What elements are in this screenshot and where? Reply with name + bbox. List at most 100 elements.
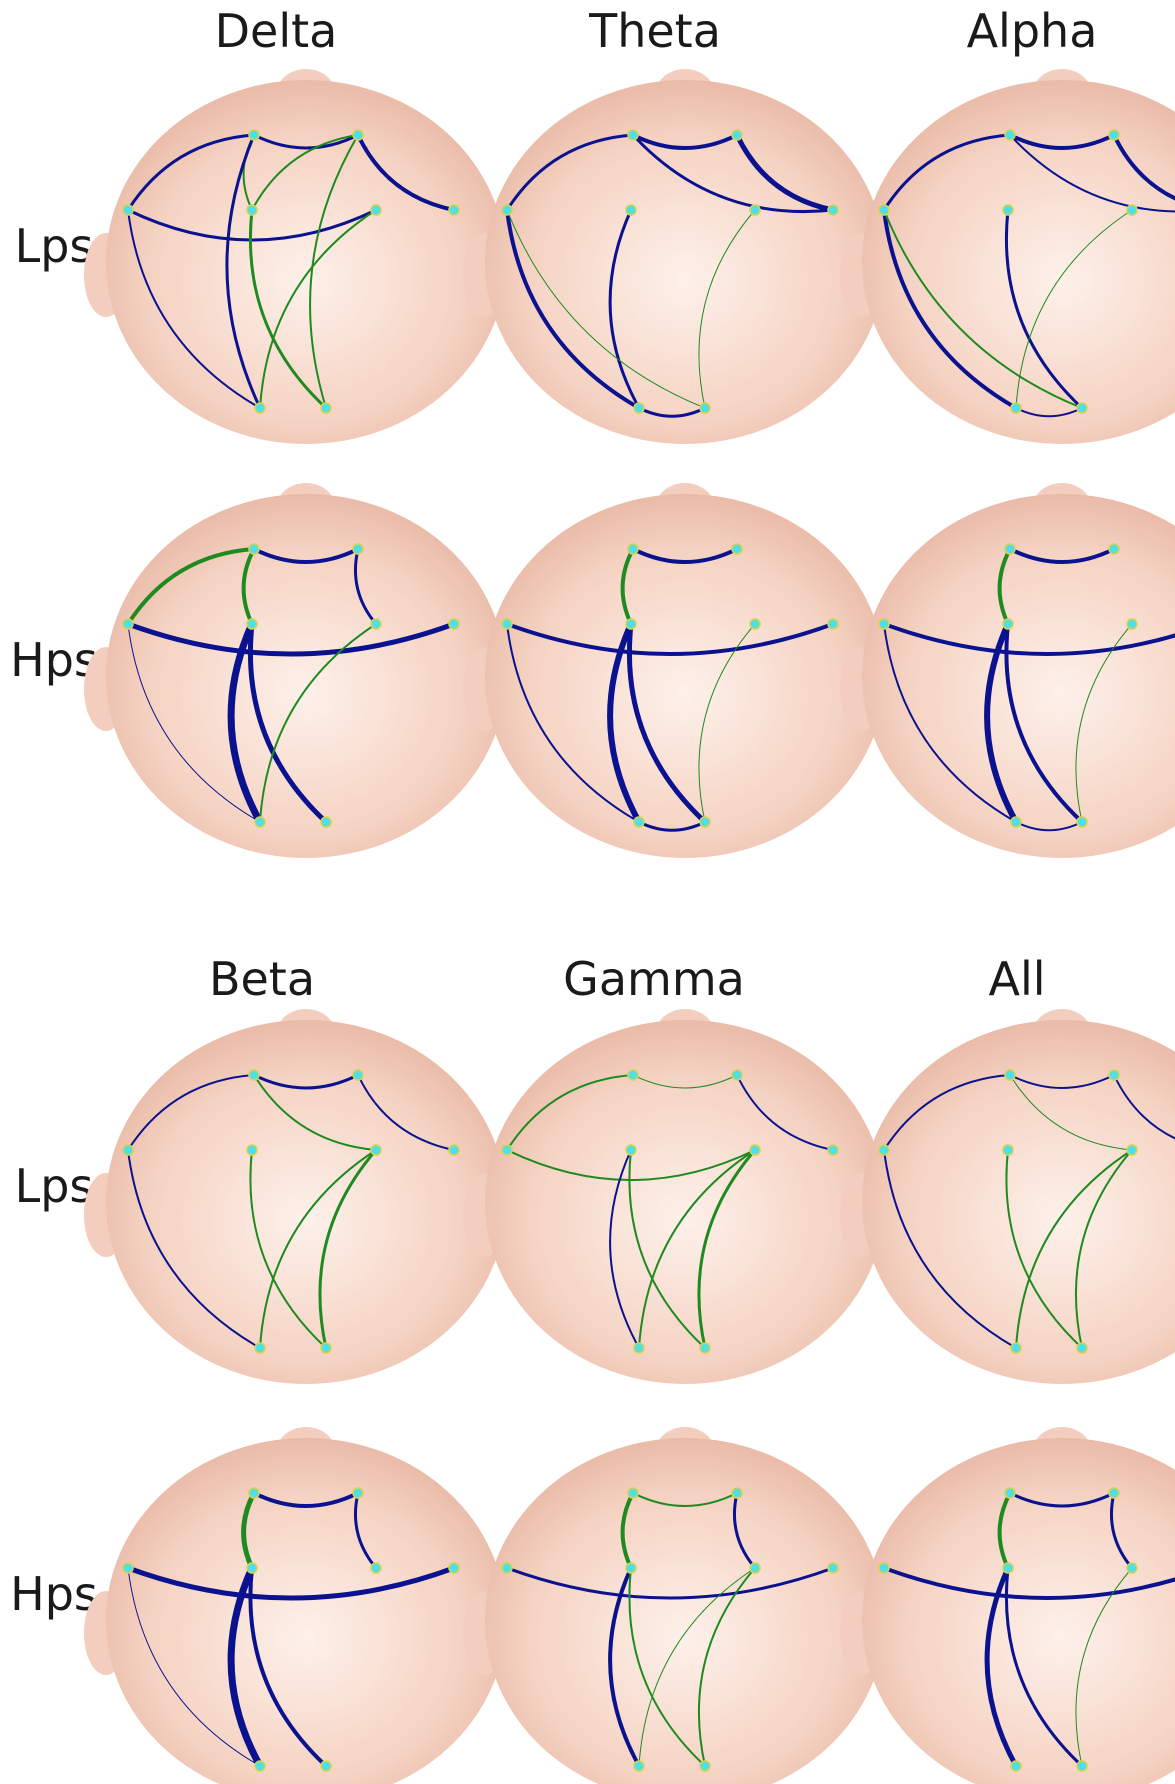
electrode-marker: [320, 816, 332, 828]
connection-line: [628, 1567, 706, 1767]
connection-line: [883, 209, 1083, 409]
electrode-marker: [627, 1069, 639, 1081]
electrode-marker: [749, 618, 761, 630]
connection-line: [1009, 1074, 1133, 1151]
connection-line: [1110, 1491, 1134, 1570]
electrode-marker: [254, 402, 266, 414]
electrode-marker: [627, 129, 639, 141]
band-title-delta: Delta: [215, 4, 338, 58]
connection-line: [1015, 407, 1083, 418]
connection-line: [259, 623, 377, 823]
row-label-lps-2: Lps: [15, 1159, 94, 1213]
connection-line: [1112, 133, 1175, 201]
connection-line: [620, 1491, 635, 1570]
electrode-marker: [1002, 1562, 1014, 1574]
electrode-marker: [320, 402, 332, 414]
connection-line: [249, 1149, 327, 1349]
connection-line: [126, 208, 378, 242]
connection-line: [631, 547, 739, 564]
head-panel: [463, 1009, 907, 1384]
electrode-marker: [1010, 816, 1022, 828]
connection-line: [252, 547, 360, 564]
electrode-marker: [1108, 1069, 1120, 1081]
connection-line: [126, 547, 256, 626]
connection-line: [225, 133, 262, 410]
connection-line: [882, 1566, 1175, 1600]
electrode-marker: [501, 1562, 513, 1574]
connection-line: [227, 620, 264, 826]
connection-line: [632, 1074, 738, 1089]
electrode-marker: [1010, 402, 1022, 414]
connection-line: [697, 1148, 757, 1350]
connection-line: [1015, 821, 1083, 832]
electrode-marker: [122, 618, 134, 630]
electrode-marker: [749, 1562, 761, 1574]
connection-line: [126, 133, 256, 212]
scalp: [485, 494, 885, 858]
connection-line: [1005, 1149, 1083, 1349]
electrode-marker: [1010, 1760, 1022, 1772]
electrode-marker: [878, 204, 890, 216]
connection-line: [252, 133, 360, 150]
connection-line: [883, 1074, 1011, 1151]
band-title-all: All: [988, 952, 1045, 1006]
electrode-marker: [448, 1144, 460, 1156]
scalp: [862, 1020, 1175, 1384]
connection-line: [984, 621, 1019, 825]
electrode-marker: [248, 129, 260, 141]
connection-line: [997, 547, 1012, 626]
electrode-marker: [1076, 1760, 1088, 1772]
electrode-marker: [731, 1487, 743, 1499]
electrode-marker: [448, 1562, 460, 1574]
connection-line: [259, 209, 377, 409]
connection-line: [505, 208, 641, 410]
scalp: [106, 1438, 506, 1784]
electrode-marker: [1004, 129, 1016, 141]
electrode-marker: [827, 1144, 839, 1156]
head-panel: [84, 1427, 528, 1784]
connection-line: [608, 1566, 641, 1768]
scalp: [485, 1438, 885, 1784]
head-panel: [84, 69, 528, 444]
electrode-marker: [122, 1562, 134, 1574]
scalp: [485, 1020, 885, 1384]
electrode-marker: [633, 402, 645, 414]
electrode-marker: [625, 204, 637, 216]
electrode-marker: [1076, 402, 1088, 414]
connection-line: [125, 1565, 457, 1601]
electrode-marker: [352, 1069, 364, 1081]
electrode-marker: [627, 1487, 639, 1499]
electrode-marker: [878, 618, 890, 630]
head-panel: [840, 1009, 1175, 1384]
connection-line: [506, 1149, 756, 1181]
electrode-marker: [352, 543, 364, 555]
electrode-marker: [501, 618, 513, 630]
connection-line: [354, 547, 378, 626]
connection-line: [1004, 208, 1084, 410]
electrode-marker: [1126, 618, 1138, 630]
head-panel: [84, 483, 528, 858]
electrode-marker: [731, 543, 743, 555]
electrode-marker: [1002, 204, 1014, 216]
connection-line: [127, 209, 261, 409]
electrode-marker: [625, 618, 637, 630]
electrode-marker: [1004, 1487, 1016, 1499]
electrode-marker: [370, 618, 382, 630]
electrode-marker: [625, 1562, 637, 1574]
connection-line: [882, 622, 1175, 656]
band-title-alpha: Alpha: [967, 4, 1098, 58]
connection-line: [259, 1149, 377, 1349]
connection-line: [997, 1491, 1012, 1570]
electrode-marker: [1004, 1069, 1016, 1081]
connection-line: [1008, 547, 1116, 564]
connection-line: [1113, 1074, 1175, 1140]
connection-line: [631, 133, 835, 214]
connection-line: [127, 623, 261, 823]
connection-line: [354, 1491, 378, 1570]
electrode-marker: [1108, 1487, 1120, 1499]
electrode-marker: [1002, 618, 1014, 630]
electrode-marker: [501, 204, 513, 216]
electrode-marker: [501, 1144, 513, 1156]
connection-line: [505, 622, 835, 656]
